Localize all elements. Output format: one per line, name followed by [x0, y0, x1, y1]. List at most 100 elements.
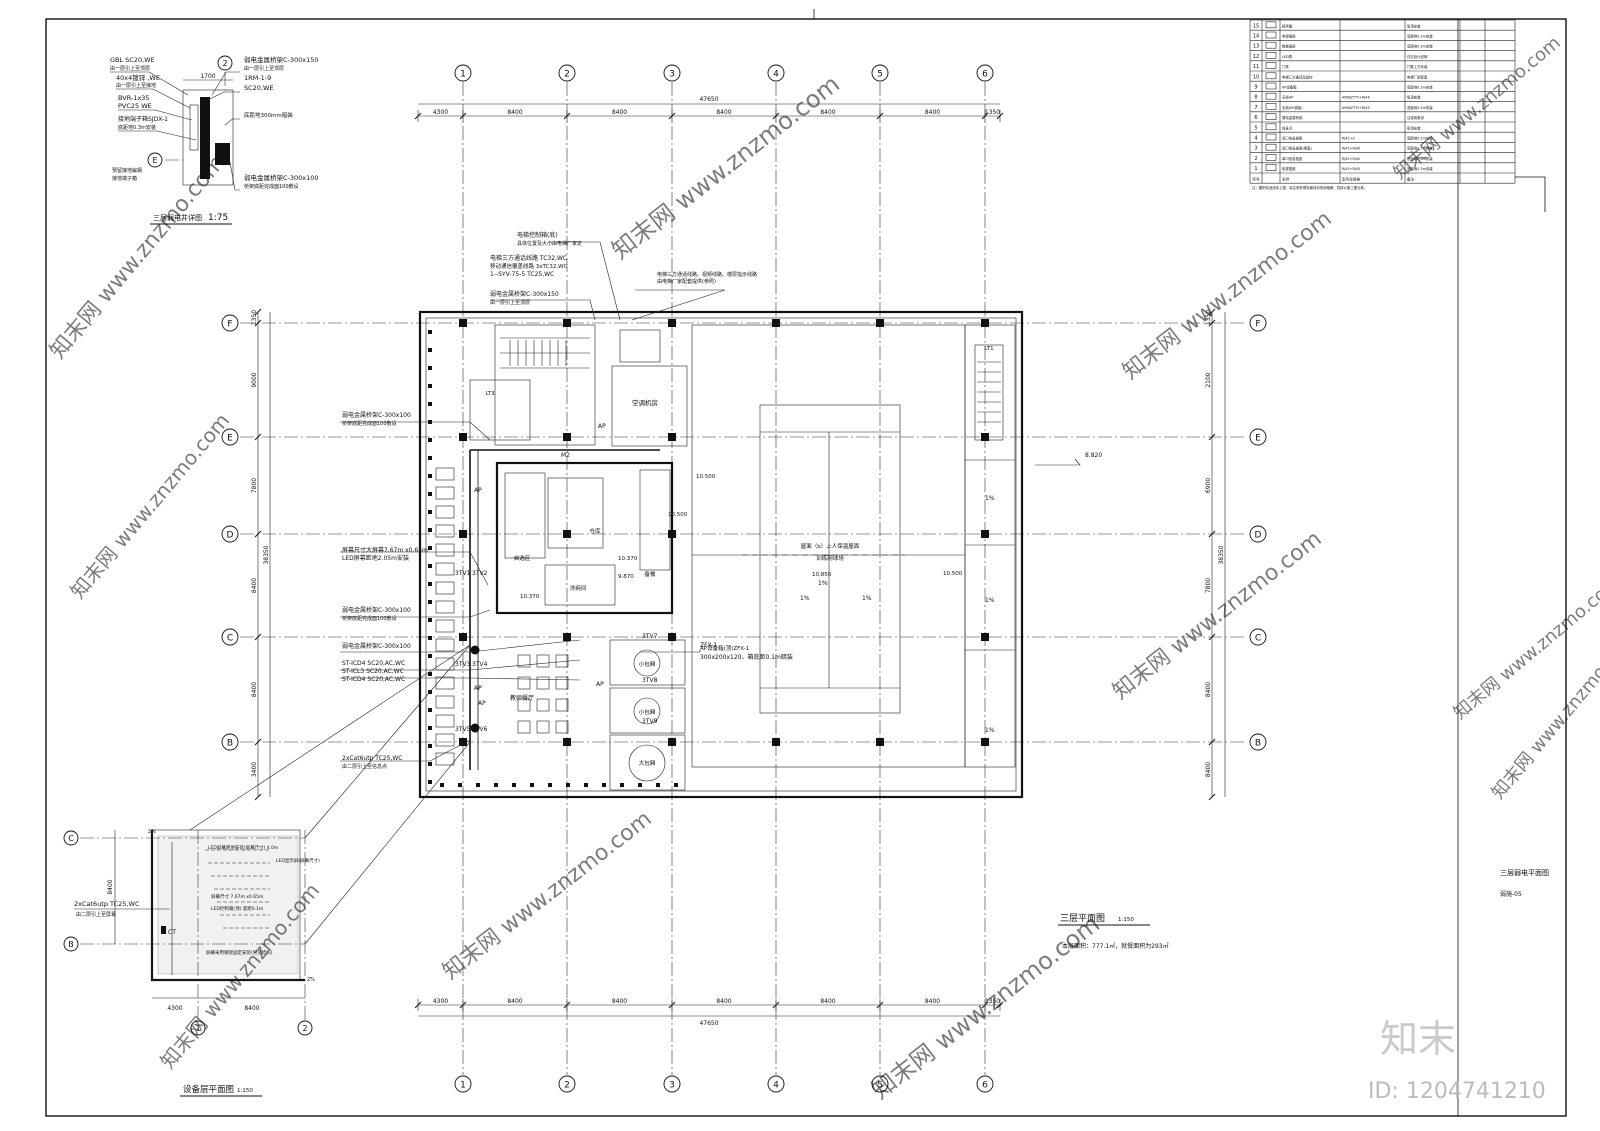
booth — [435, 733, 455, 747]
axis-label: B — [227, 739, 233, 749]
booth — [435, 562, 455, 576]
level-mark: 10.500 — [943, 571, 963, 577]
legend-no: 3 — [1254, 146, 1257, 152]
room-label: 小包厢 — [639, 708, 656, 716]
device-tag: 3TV3 — [455, 661, 471, 668]
axis-bubble — [221, 525, 239, 543]
device-tag: 3TV2 — [472, 570, 488, 577]
pilaster — [428, 564, 432, 568]
legend-no: 12 — [1253, 54, 1259, 60]
device-tag: 3TV8 — [642, 677, 658, 684]
legend-name: 无线AP(面板) — [1282, 105, 1303, 110]
pilaster — [428, 762, 432, 766]
shaft-label: 弱电金属桥架C-300x100 — [244, 173, 319, 182]
legend-note: 门框上方安装 — [1407, 64, 1428, 69]
legend-note: 电梯厂家配套 — [1407, 74, 1428, 79]
column — [876, 738, 884, 746]
legend-name: 无线AP — [1282, 95, 1293, 100]
equip-axis-row: B — [68, 940, 74, 949]
legend-no: 11 — [1253, 64, 1259, 70]
legend-note: 底距地0.3m安装 — [1407, 85, 1433, 90]
room-label: 洗碗间 — [570, 584, 587, 592]
equip-axis-col: 1 — [195, 1024, 200, 1033]
shaft-label: 预留接地扁钢 — [112, 167, 142, 174]
level-mark: 8.820 — [1085, 452, 1102, 459]
axis-label: F — [1255, 320, 1260, 330]
callout-text: ST-ICD4 SC20,AC,WC — [342, 676, 405, 683]
booth — [435, 676, 455, 690]
dim-text: 8400 — [251, 578, 258, 593]
column — [459, 433, 467, 441]
dining-table — [536, 720, 550, 734]
column — [876, 319, 884, 327]
equipment-plan: C B 1 2 4300 8400 8400 2xCat6utp TC25,WC… — [63, 644, 471, 1097]
callout-text: 桥架底距完成面100敷设 — [342, 615, 397, 622]
pilaster — [656, 783, 660, 787]
axis-bubble — [871, 1075, 889, 1093]
dim-text: 1350 — [985, 998, 1000, 1005]
column — [459, 738, 467, 746]
axis-label: C — [227, 634, 233, 644]
dining-table — [517, 698, 531, 712]
plan-title: 三层平面图 — [1060, 913, 1105, 924]
pilaster — [566, 783, 570, 787]
sheet-number: 弱施-05 — [1500, 890, 1522, 898]
watermark-brand: 知末 — [1380, 1017, 1456, 1061]
pilaster — [458, 783, 462, 787]
tennis-court-lines — [759, 404, 901, 714]
device-tag: AP — [596, 681, 604, 688]
booth — [435, 619, 455, 633]
shaft-label: SC20,WE — [244, 84, 274, 92]
stair-east — [977, 361, 1001, 423]
equip-title: 设备层平面图 — [183, 1084, 234, 1095]
axis-bubble — [1249, 428, 1267, 446]
axis-label: 1 — [460, 1081, 466, 1091]
pilaster — [428, 726, 432, 730]
shaft-label: 底距地300mm暗装 — [244, 111, 293, 119]
slope-mark: 1% — [985, 727, 995, 734]
column — [981, 530, 989, 538]
column — [563, 738, 571, 746]
pilaster — [428, 474, 432, 478]
column — [981, 319, 989, 327]
stair-main — [500, 337, 590, 369]
legend-name: 双口信息插座 — [1282, 136, 1303, 141]
booth — [435, 638, 455, 652]
legend-name: 电视插座 — [1282, 166, 1296, 171]
shaft-label: 40x4镀锌 ,WE — [116, 73, 160, 82]
shaft-label: 接地端子箱 — [112, 175, 137, 182]
pilaster — [428, 744, 432, 748]
axis-label: 2 — [564, 70, 570, 80]
axis-bubble — [1249, 525, 1267, 543]
callout-text: 由一层引上至顶层 — [490, 299, 530, 306]
level-mark: 10.370 — [618, 556, 638, 562]
legend-model: AP86ZTYY+RJ45 — [1342, 106, 1370, 110]
legend-footnote: 注：图例仅适用本工程，除注明外弱电管线均采用暗敷，具体以施工图为准。 — [1252, 185, 1367, 190]
level-mark: 10.500 — [668, 512, 688, 518]
legend-no: 2 — [1254, 156, 1257, 162]
shaft-axis-col: 2 — [222, 59, 227, 68]
axis-bubble — [454, 1075, 472, 1093]
pilaster — [428, 582, 432, 586]
legend-footer: 备注 — [1407, 176, 1415, 181]
slope-marks: 1% 1% 1% 1% 1% 1% — [800, 495, 995, 734]
legend-model: RJ45+RJ45 — [1342, 157, 1360, 161]
room-labels: 空调机房 屋面（b）上人保温屋面 训练网球场 教师餐厅 大包厢 小包厢 小包厢 … — [485, 346, 993, 767]
device-tag: M2 — [561, 452, 570, 459]
legend-model: RJ45+RJ45 — [1342, 147, 1360, 151]
legend-no: 1 — [1254, 166, 1257, 172]
callout-text: 移动通信覆盖线路 3xTC32,WC — [490, 262, 568, 270]
pilaster — [494, 783, 498, 787]
column — [668, 433, 676, 441]
dim-text: 8400 — [716, 109, 731, 116]
dining-table — [536, 698, 550, 712]
level-marks: 10.500 10.370 10.850 10.500 9.870 8.820 … — [520, 452, 1102, 600]
legend-no: 7 — [1254, 105, 1257, 111]
room-label: 备餐 — [644, 570, 656, 578]
axis-bubble — [558, 64, 576, 82]
dining-tables — [517, 654, 569, 734]
legend-footer: 序号 — [1252, 176, 1260, 181]
